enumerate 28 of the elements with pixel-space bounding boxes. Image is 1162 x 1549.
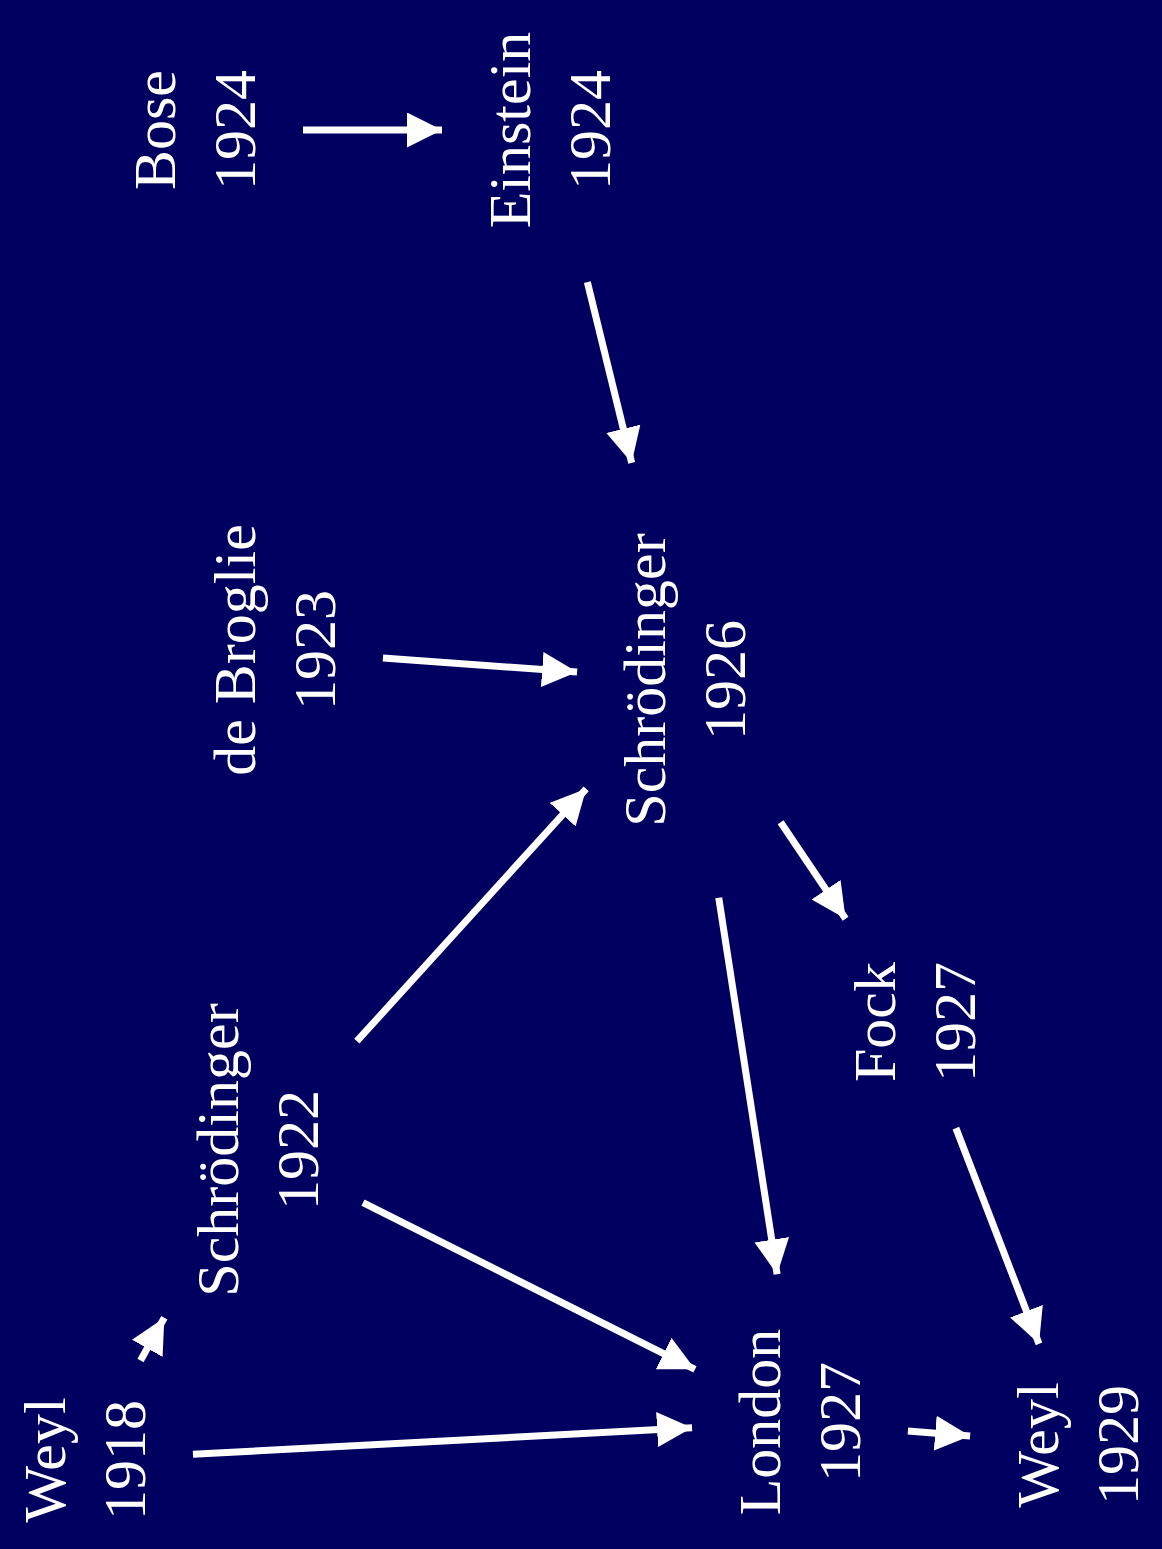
year-label: 1926	[691, 620, 759, 740]
name-label: Schrödinger	[611, 533, 679, 827]
name-label: Weyl	[11, 1397, 79, 1523]
arrow	[132, 1316, 168, 1363]
name-label: Einstein	[476, 31, 544, 229]
year-label: 1918	[91, 1400, 159, 1520]
name-label: Fock	[841, 962, 909, 1082]
year-label: 1923	[281, 590, 349, 710]
year-label: 1924	[556, 70, 624, 190]
year-label: 1927	[921, 962, 989, 1082]
arrow	[192, 1412, 693, 1458]
year-label: 1924	[201, 70, 269, 190]
arrow	[583, 281, 641, 464]
year-label: 1922	[264, 1090, 332, 1210]
arrow	[715, 897, 790, 1275]
arrow	[361, 1199, 697, 1373]
arrow	[382, 652, 578, 687]
name-label: de Broglie	[201, 524, 269, 776]
arrow	[354, 786, 589, 1044]
name-label: Weyl	[1004, 1382, 1072, 1508]
arrow	[777, 820, 849, 921]
arrow	[907, 1415, 971, 1451]
name-label: Bose	[121, 70, 189, 190]
year-label: 1927	[806, 1362, 874, 1482]
arrow	[952, 1126, 1043, 1346]
name-label: London	[726, 1328, 794, 1516]
year-label: 1929	[1084, 1385, 1152, 1505]
name-label: Schrödinger	[184, 1003, 252, 1297]
